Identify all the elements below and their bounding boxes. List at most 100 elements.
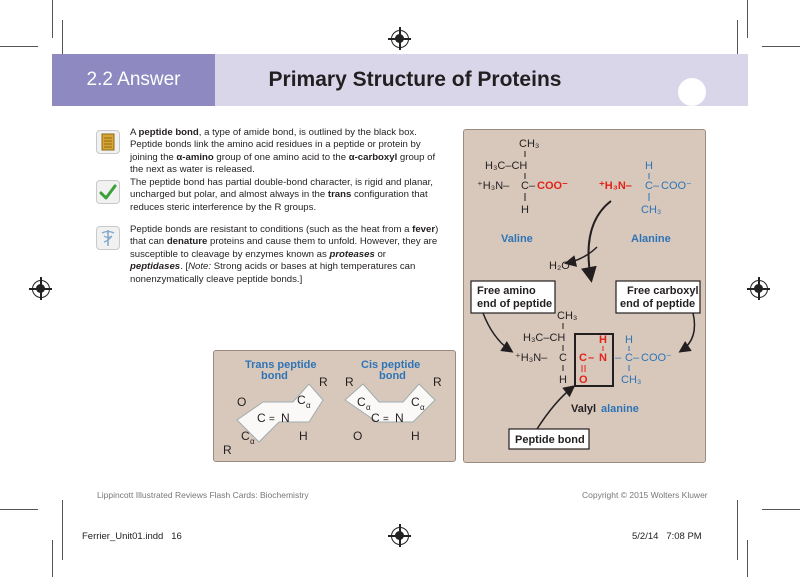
trans-n: N (281, 411, 290, 425)
valine-h3n: ⁺H₃N– (477, 180, 510, 192)
crop-mark (737, 20, 738, 80)
header-circle-decoration (678, 78, 706, 106)
cis-title-line1: Cis peptide (361, 359, 420, 371)
trans-calpha2-sub: α (250, 437, 255, 446)
cis-h: H (411, 429, 420, 443)
peptide-bond-label: Peptide bond (515, 434, 585, 446)
crop-mark (747, 540, 748, 577)
free-amino-line1: Free amino (477, 285, 536, 297)
trans-h: H (299, 429, 308, 443)
alanine-h: H (645, 160, 653, 172)
free-carboxyl-pointer (678, 312, 696, 353)
water-label: H₂O (549, 260, 570, 272)
peptide-n: N (599, 352, 607, 364)
checkmark-icon (96, 180, 120, 204)
crop-mark (747, 0, 748, 38)
trans-double-bond: = (269, 414, 275, 425)
trans-calpha1-sub: α (306, 401, 311, 410)
slug-date: 5/2/14 7:08 PM (632, 531, 702, 542)
bullet-text-double-bond: The peptide bond has partial double-bond… (130, 177, 433, 213)
cis-calpha1-sub: α (366, 403, 371, 412)
cis-n: N (395, 411, 404, 425)
peptide-bond-callout (508, 428, 590, 450)
free-carboxyl-line2: end of peptide (620, 298, 695, 310)
section-number: 2.2 Answer (86, 69, 181, 90)
peptide-c: C (579, 352, 587, 364)
alanine-coo: COO⁻ (661, 180, 692, 192)
product-ch3: CH₃ (557, 310, 577, 322)
valine-c: C (521, 180, 529, 192)
crop-mark (62, 500, 63, 560)
alanine-h3n: ⁺H₃N– (599, 180, 632, 192)
water-release-arrow (564, 246, 598, 267)
registration-mark-icon (29, 277, 52, 300)
valine-h3c-ch: H₃C–CH (485, 160, 527, 172)
product-name-suffix: alanine (601, 403, 639, 415)
registration-mark-icon (388, 27, 411, 50)
crop-mark (762, 46, 800, 47)
free-amino-callout (470, 280, 556, 314)
free-amino-line2: end of peptide (477, 298, 552, 310)
product-ch3-2: CH₃ (621, 374, 641, 386)
page-title: Primary Structure of Proteins (268, 68, 562, 91)
cis-calpha2-sub: α (420, 403, 425, 412)
alanine-ch3: CH₃ (641, 204, 661, 216)
product-coo: COO⁻ (641, 352, 672, 364)
valine-coo: COO⁻ (537, 180, 568, 192)
crop-mark (737, 500, 738, 560)
product-dash2: – (615, 352, 622, 364)
alanine-c: C (645, 180, 653, 192)
trans-r2: R (223, 443, 232, 457)
cis-o: O (353, 429, 362, 443)
cis-c: C (371, 411, 380, 425)
trans-bond-plane (236, 383, 324, 443)
bullet-text-resistance: Peptide bonds are resistant to condition… (130, 224, 439, 285)
valine-ch3: CH₃ (519, 138, 539, 150)
peptide-dash: – (588, 352, 594, 364)
product-c2: C (625, 352, 633, 364)
peptide-o: O (579, 374, 588, 386)
product-h2: H (625, 334, 633, 346)
cis-calpha2: C (411, 395, 420, 409)
product-name-prefix: Valyl (571, 403, 596, 415)
valine-label: Valine (501, 233, 533, 245)
footer-publication: Lippincott Illustrated Reviews Flash Car… (97, 490, 309, 500)
valine-dash: – (529, 180, 536, 192)
bullet-text-peptide-bond: A peptide bond, a type of amide bond, is… (130, 127, 436, 176)
cis-title-line2: bond (379, 370, 406, 382)
free-carboxyl-callout (615, 280, 701, 314)
notebook-icon (96, 130, 120, 154)
crop-mark (52, 540, 53, 577)
registration-mark-icon (747, 277, 770, 300)
peptide-h: H (599, 334, 607, 346)
header-title-band (215, 54, 748, 106)
peptide-formation-diagram: CH₃ H₃C–CH ⁺H₃N– C – COO⁻ H Valine H ⁺H₃… (470, 138, 701, 450)
cis-trans-diagram: Trans peptide bond R O C α C = N C α H R… (223, 359, 442, 457)
condensation-arrow (580, 200, 612, 283)
caduceus-icon (96, 226, 120, 250)
free-amino-pointer (482, 312, 514, 353)
crop-mark (0, 46, 38, 47)
crop-mark (762, 509, 800, 510)
product-h3n: ⁺H₃N– (515, 352, 548, 364)
product-c1: C (559, 352, 567, 364)
product-h3c-ch: H₃C–CH (523, 332, 565, 344)
trans-c: C (257, 411, 266, 425)
crop-mark (0, 509, 38, 510)
header-section-band (52, 54, 215, 106)
trans-calpha2: C (241, 429, 250, 443)
peptide-bond-box (574, 333, 614, 387)
trans-o: O (237, 395, 246, 409)
crop-mark (62, 20, 63, 80)
trans-r1: R (319, 375, 328, 389)
registration-mark-icon (388, 524, 411, 547)
free-carboxyl-line1: Free carboxyl (627, 285, 699, 297)
peptide-bond-pointer (536, 385, 576, 430)
trans-title-line2: bond (261, 370, 288, 382)
trans-title-line1: Trans peptide (245, 359, 317, 371)
cis-r1: R (345, 375, 354, 389)
slug-filename: Ferrier_Unit01.indd 16 (82, 531, 182, 542)
product-dash3: – (633, 352, 640, 364)
footer-copyright: Copyright © 2015 Wolters Kluwer (582, 490, 708, 500)
crop-mark (52, 0, 53, 38)
